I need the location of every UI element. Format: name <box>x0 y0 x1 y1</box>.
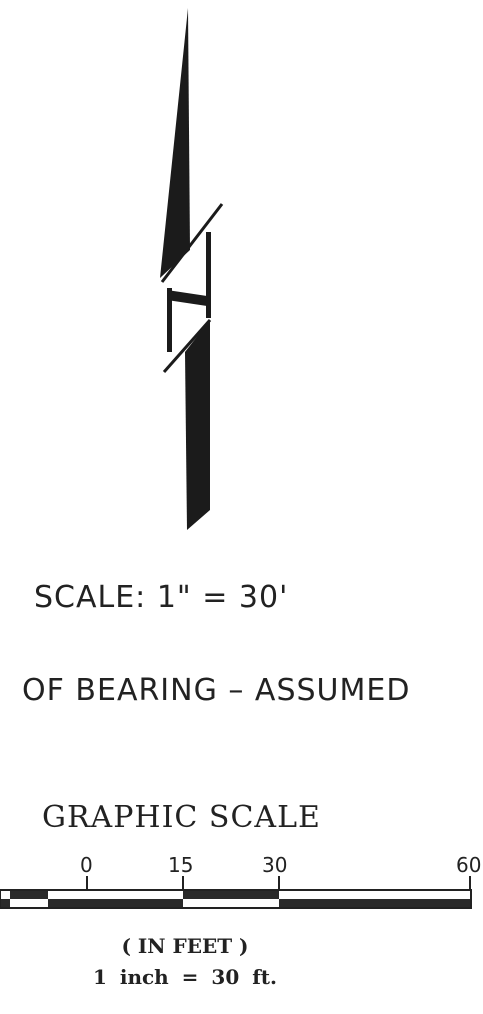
scale-statement: SCALE: 1" = 30' <box>34 580 289 615</box>
scale-seg-15-30-top <box>183 890 279 899</box>
north-arrow <box>160 8 224 530</box>
scale-seg-left-2-top <box>10 890 48 899</box>
north-arrow-upper-blade <box>160 8 190 278</box>
graphic-scale-title: GRAPHIC SCALE <box>42 800 321 835</box>
scale-seg-left-1-top <box>0 890 10 899</box>
scale-units-label: ( IN FEET ) <box>121 934 249 958</box>
scale-ratio-label: 1 inch = 30 ft. <box>92 965 278 989</box>
tick-label-30: 30 <box>262 853 287 877</box>
scale-seg-0-15-bot <box>87 899 183 908</box>
scale-bar-border <box>0 889 472 909</box>
graphic-scale-bar: 0 15 30 60 <box>0 853 481 909</box>
tick-label-0: 0 <box>80 853 93 877</box>
scale-seg-30-60-top <box>279 890 470 899</box>
scale-seg-left-3-bot <box>48 899 87 908</box>
north-arrow-lower-blade <box>185 320 210 530</box>
bearing-note: OF BEARING – ASSUMED <box>22 673 411 708</box>
scale-seg-left-1-bot <box>0 899 10 908</box>
scale-seg-0-15-top <box>87 890 183 899</box>
scale-seg-left-3-top <box>48 890 87 899</box>
north-arrow-upper-slash <box>160 203 224 283</box>
north-arrow-lower-slash <box>162 319 212 373</box>
tick-label-60: 60 <box>456 853 481 877</box>
north-n-left-stroke <box>167 288 172 352</box>
north-n-diagonal <box>167 290 207 306</box>
scale-seg-left-2-bot <box>10 899 48 908</box>
tick-label-15: 15 <box>168 853 193 877</box>
scale-seg-15-30-bot <box>183 899 279 908</box>
scale-seg-30-60-bot <box>279 899 470 908</box>
north-n-right-stroke <box>206 232 211 318</box>
